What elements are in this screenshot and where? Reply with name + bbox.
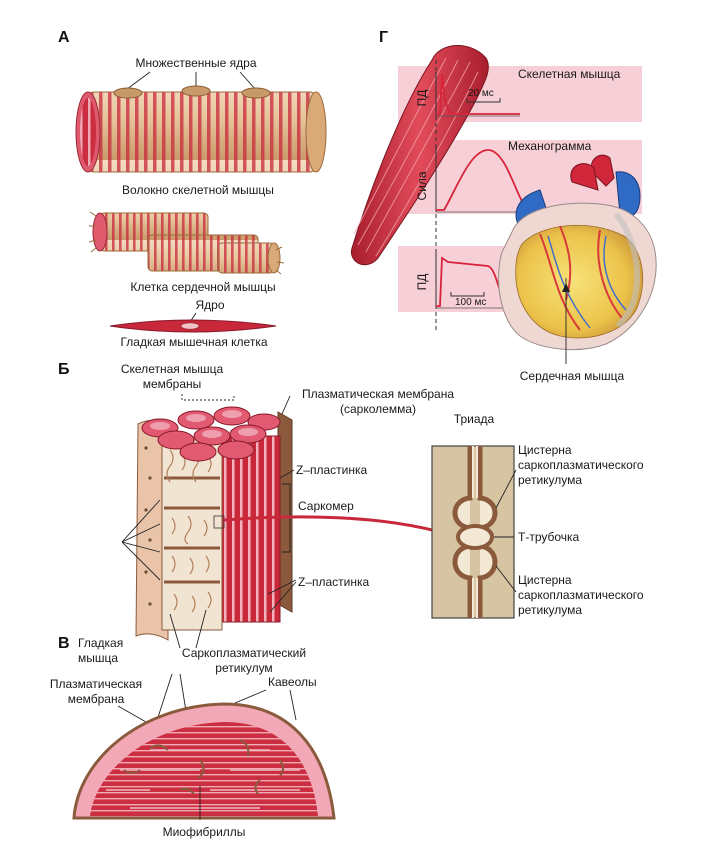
panel-a: А Множественные ядра Волокно скелетной м… bbox=[58, 29, 327, 349]
plasma-membrane-label-line1: Плазматическая bbox=[50, 677, 142, 691]
z-disc-top-label: Z–пластинка bbox=[296, 463, 368, 477]
smooth-cell-label: Гладкая мышечная клетка bbox=[120, 335, 267, 349]
skeletal-ap-trace bbox=[436, 73, 520, 115]
skeletal-muscle-illustration bbox=[350, 45, 489, 266]
cistern-top-line3: ретикулума bbox=[518, 473, 582, 487]
skeletal-muscle-label: Скелетная мышца bbox=[518, 67, 621, 81]
z-disc-bottom-label: Z–пластинка bbox=[298, 575, 370, 589]
scale-20ms-label: 20 мс bbox=[468, 88, 494, 99]
smooth-muscle-label-line1: Гладкая bbox=[78, 636, 123, 650]
skeletal-fiber-label: Волокно скелетной мышцы bbox=[122, 183, 274, 197]
panel-b: Б Скелетная мышца мембраны Плазматическа… bbox=[58, 361, 644, 675]
cistern-top-line1: Цистерна bbox=[518, 443, 572, 457]
multiple-nuclei-label: Множественные ядра bbox=[135, 56, 256, 70]
force-axis-label: Сила bbox=[415, 171, 429, 200]
panel-g: Г 20 мс 100 мс ПД Сила ПД Скелетная мышц… bbox=[350, 29, 657, 383]
triad-illustration bbox=[431, 445, 515, 619]
caveolae-label: Кавеолы bbox=[268, 675, 317, 689]
zoom-arrow bbox=[223, 515, 441, 534]
smooth-muscle-label-line2: мышца bbox=[78, 651, 118, 665]
cardiac-cell-illustration bbox=[88, 211, 285, 275]
myofibril-bundle-illustration bbox=[135, 406, 293, 641]
heart-illustration bbox=[498, 154, 657, 351]
cardiac-cell-label: Клетка сердечной мышцы bbox=[130, 280, 275, 294]
smooth-muscle-section-illustration bbox=[72, 702, 336, 820]
panel-a-letter: А bbox=[58, 29, 70, 46]
mechanogram-trace bbox=[436, 149, 541, 211]
scale-bar-100ms bbox=[450, 292, 485, 297]
sr-label-line2: ретикулум bbox=[215, 661, 272, 675]
sarcolemma-label-line2: (сарколемма) bbox=[340, 402, 416, 416]
t-tubule-leaders bbox=[121, 499, 161, 581]
panel-g-letter: Г bbox=[379, 29, 388, 46]
myofibrils-label: Миофибриллы bbox=[163, 825, 246, 839]
triad-label: Триада bbox=[454, 412, 495, 426]
plasma-membrane-label-line2: мембрана bbox=[68, 692, 125, 706]
membranes-label-line1: Скелетная мышца bbox=[121, 362, 224, 376]
panel-v-letter: В bbox=[58, 635, 70, 652]
smooth-cell-illustration bbox=[109, 319, 277, 333]
cistern-bottom-line2: саркоплазматического bbox=[518, 588, 644, 602]
sr-label-line1: Саркоплазматический bbox=[182, 646, 306, 660]
membranes-label-line2: мембраны bbox=[143, 377, 202, 391]
cistern-top-line2: саркоплазматического bbox=[518, 458, 644, 472]
scale-100ms-label: 100 мс bbox=[455, 297, 486, 308]
cistern-bottom-line1: Цистерна bbox=[518, 573, 572, 587]
t-tubule-label: Т-трубочка bbox=[518, 530, 580, 544]
sarcolemma-label-line1: Плазматическая мембрана bbox=[302, 387, 454, 401]
panel-b-letter: Б bbox=[58, 361, 70, 378]
cardiac-muscle-label: Сердечная мышца bbox=[520, 369, 625, 383]
nucleus-label: Ядро bbox=[195, 298, 224, 312]
skeletal-fiber-illustration bbox=[75, 85, 327, 173]
ap-bottom-axis-label: ПД bbox=[415, 274, 429, 291]
ap-top-axis-label: ПД bbox=[415, 90, 429, 107]
scale-bar-20ms bbox=[466, 98, 501, 103]
mechanogram-label: Механограмма bbox=[508, 139, 592, 153]
panel-v: В Гладкая мышца Плазматическая мембрана … bbox=[50, 635, 336, 839]
sarcomere-label: Саркомер bbox=[298, 499, 354, 513]
cistern-bottom-line3: ретикулума bbox=[518, 603, 582, 617]
